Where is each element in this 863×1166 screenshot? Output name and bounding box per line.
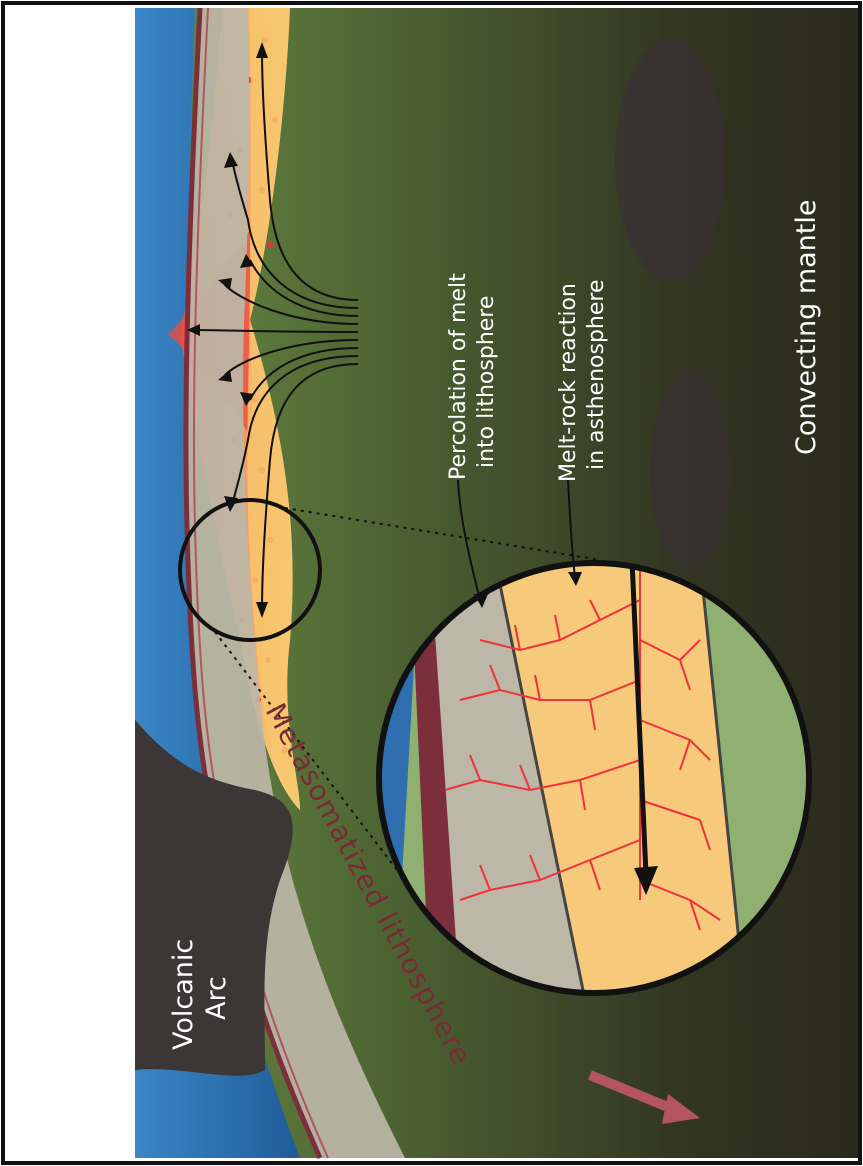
- volcanic-arc-label-line2: Arc: [201, 976, 232, 1020]
- melt-rock-label-line2: in asthenosphere: [584, 279, 609, 470]
- percolation-label-line2: into lithosphere: [474, 296, 499, 468]
- melt-rock-label-line1: Melt-rock reaction: [556, 283, 581, 482]
- volcanic-arc-label-line1: Volcanic: [168, 939, 199, 1050]
- percolation-label-line1: Percolation of melt: [446, 273, 471, 480]
- mantle-haze: [650, 370, 730, 570]
- mantle-haze: [615, 40, 725, 280]
- convecting-mantle-label: Convecting mantle: [791, 200, 822, 456]
